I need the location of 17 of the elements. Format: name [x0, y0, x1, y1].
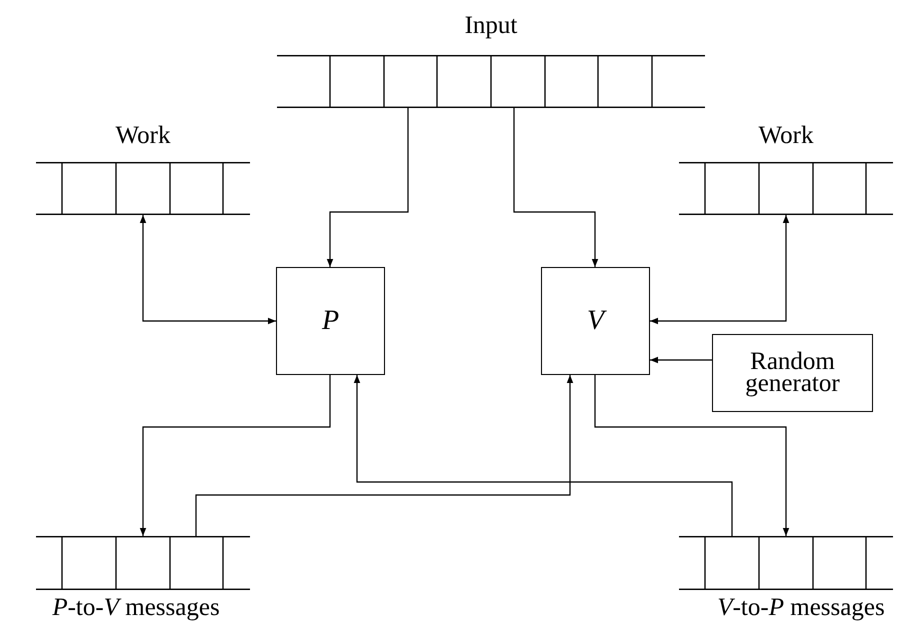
arrow	[513, 108, 598, 267]
arrow	[650, 215, 790, 324]
arrow	[354, 375, 733, 536]
arrow	[140, 375, 331, 536]
arrow	[195, 375, 574, 536]
tape-label: P-to-V messages	[52, 594, 220, 622]
tape-label: Work	[116, 122, 170, 150]
party-box: P	[276, 267, 385, 375]
tape-label: Work	[758, 122, 814, 150]
generator-box: Random generator	[712, 334, 873, 412]
arrow	[326, 108, 409, 267]
tape-label: V-to-P messages	[717, 594, 885, 622]
arrow	[650, 356, 712, 364]
tape-label: Input	[464, 12, 518, 40]
arrow	[594, 375, 790, 536]
party-box: V	[541, 267, 650, 375]
arrow	[140, 215, 276, 324]
